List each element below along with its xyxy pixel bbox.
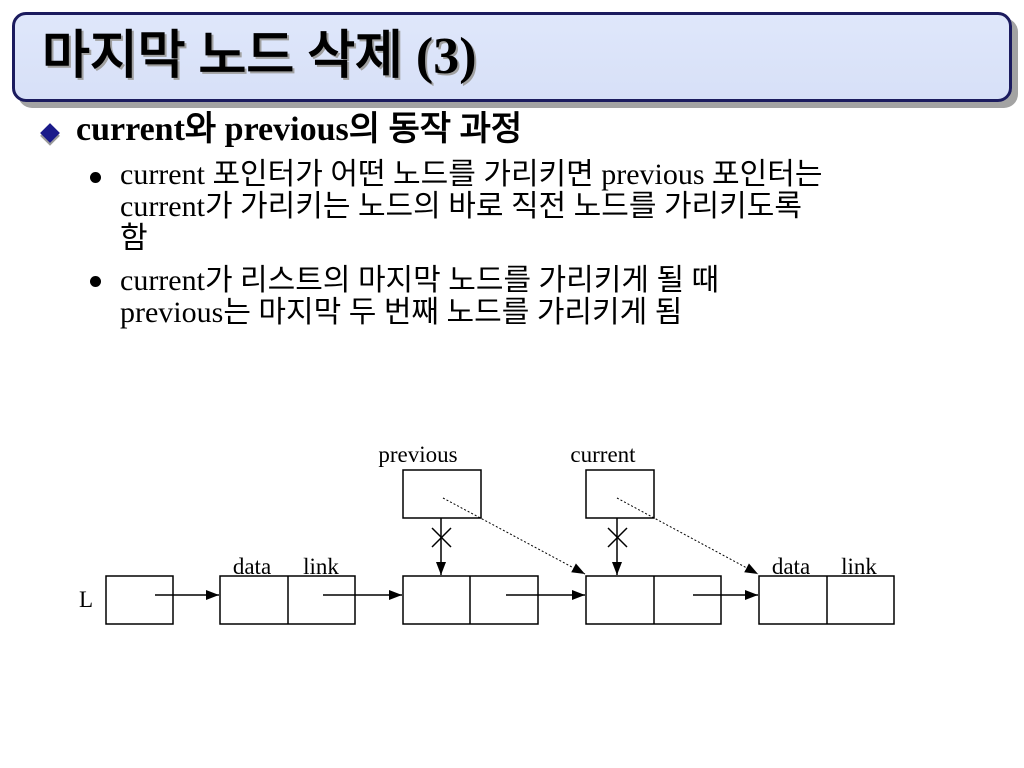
dot-bullet-icon bbox=[90, 276, 101, 287]
current-pointer-box bbox=[585, 469, 655, 519]
list-node-2 bbox=[402, 575, 539, 625]
x-mark-stroke bbox=[607, 527, 628, 548]
title-box: 마지막 노드 삭제 (3) bbox=[12, 12, 1012, 102]
section-heading: current와 previous의 동작 과정 bbox=[76, 111, 523, 148]
head-label: L bbox=[79, 587, 93, 612]
data-field-label: data bbox=[772, 554, 810, 579]
data-field-label: data bbox=[233, 554, 271, 579]
bullet-line: current가 리스트의 마지막 노드를 가리키게 될 때 bbox=[120, 264, 720, 297]
previous-move-arrow bbox=[442, 497, 586, 575]
list-node-4 bbox=[758, 575, 895, 625]
link-field-label: link bbox=[303, 554, 339, 579]
bullet-line: current가 가리키는 노드의 바로 직전 노드를 가리키도록 bbox=[120, 190, 802, 223]
linked-list-diagram: previous current L data link bbox=[79, 442, 895, 625]
current-move-arrow bbox=[616, 497, 759, 575]
slide-title: 마지막 노드 삭제 (3) bbox=[42, 28, 477, 85]
head-pointer-box bbox=[105, 575, 174, 625]
previous-pointer-label: previous bbox=[378, 442, 457, 467]
current-pointer-label: current bbox=[570, 442, 636, 467]
dot-bullet-icon bbox=[90, 172, 101, 183]
bullet-item-2: current가 리스트의 마지막 노드를 가리키게 될 때 previous는… bbox=[120, 265, 719, 329]
previous-pointer-box bbox=[402, 469, 482, 519]
bullet-line: 함 bbox=[120, 222, 148, 255]
bullet-line: current 포인터가 어떤 노드를 가리키면 previous 포인터는 bbox=[120, 158, 823, 191]
bullet-item-1: current 포인터가 어떤 노드를 가리키면 previous 포인터는 c… bbox=[120, 159, 822, 255]
diamond-bullet-icon bbox=[40, 123, 60, 143]
x-mark-stroke bbox=[431, 527, 452, 548]
bullet-line: previous는 마지막 두 번째 노드를 가리키게 됨 bbox=[120, 296, 683, 329]
list-node-1 bbox=[219, 575, 356, 625]
x-mark-icon bbox=[607, 527, 628, 548]
x-mark-icon bbox=[431, 527, 452, 548]
list-node-3 bbox=[585, 575, 722, 625]
link-field-label: link bbox=[841, 554, 877, 579]
